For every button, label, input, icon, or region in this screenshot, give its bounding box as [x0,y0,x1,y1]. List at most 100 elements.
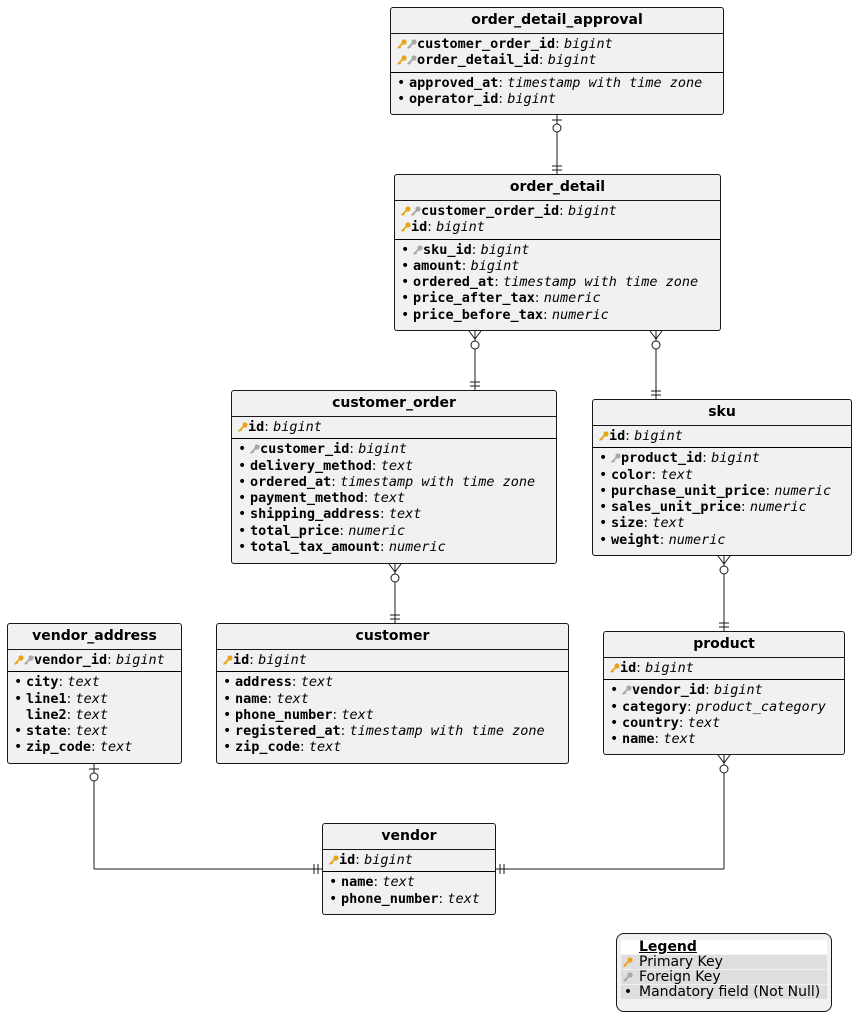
foreign-key-icon [407,52,417,68]
field-separator: : [494,274,504,291]
field-row: •customer_id: bigint [238,441,550,457]
primary-key-icon [223,652,233,668]
primary-key-icon [401,203,411,219]
mandatory-bullet-icon: • [14,723,23,740]
entity-title: sku [593,400,851,426]
field-separator: : [654,731,664,748]
field-separator: : [340,723,350,740]
field-separator: : [380,539,389,556]
field-type: bigint [273,419,322,435]
field-row: •name: text [223,691,562,707]
mandatory-bullet-icon: • [610,682,619,699]
field-row: line2: text [14,707,175,723]
field-type: text [380,457,414,474]
cardinality-circle [552,123,562,133]
field-type: bigint [568,203,617,219]
field-name: price_before_tax [413,306,544,323]
field-type: bigint [364,852,413,868]
mandatory-bullet-icon: • [238,473,247,490]
field-separator: : [300,739,309,756]
field-name: phone_number [235,706,333,723]
cardinality-circle [651,340,661,350]
field-name: delivery_method [250,457,372,474]
field-type: bigint [480,241,530,258]
cardinality-circle [470,340,480,350]
entity-keys: id: bigint [604,658,844,681]
field-type: numeric [668,531,726,548]
field-row: •country: text [610,715,838,731]
crowfoot-line [474,330,482,340]
mandatory-bullet-icon: • [610,731,619,748]
field-separator: : [363,490,373,507]
field-name: vendor_id [34,652,108,668]
field-row: •vendor_id: bigint [610,682,838,698]
field-type: numeric [348,522,406,539]
entity-attributes: •name: text•phone_number: text [323,872,495,909]
entity-title: order_detail_approval [391,8,723,34]
mandatory-bullet-icon: • [401,290,410,307]
field-type: text [276,690,309,707]
field-row: •phone_number: text [223,707,562,723]
field-separator: : [267,690,277,707]
field-row: •ordered_at: timestamp with time zone [238,474,550,490]
field-row: •name: text [610,731,838,747]
primary-key-icon [397,36,407,52]
field-separator: : [643,515,653,532]
field-type: timestamp with time zone [349,723,545,740]
field-type: timestamp with time zone [507,74,703,91]
mandatory-bullet-icon: • [223,723,232,740]
field-row: id: bigint [599,428,845,444]
entity-attributes: •customer_id: bigint•delivery_method: te… [232,439,556,557]
field-name: address [235,674,292,691]
field-name: product_id [621,450,703,467]
field-separator: : [625,428,635,444]
field-row: •total_price: numeric [238,523,550,539]
mandatory-bullet-icon: • [238,506,247,523]
mandatory-bullet-icon: • [599,531,608,548]
field-row: •delivery_method: text [238,458,550,474]
field-name: id [248,419,265,435]
field-name: line1 [26,690,67,707]
field-row: •zip_code: text [223,739,562,755]
field-name: country [622,714,679,731]
field-row: •total_tax_amount: numeric [238,539,550,555]
field-name: line2 [26,706,67,723]
entity-keys: id: bigint [593,426,851,449]
cardinality-circle [390,573,400,583]
field-separator: : [339,522,349,539]
field-separator: : [687,698,696,715]
field-row: •size: text [599,515,845,531]
field-type: bigint [645,660,694,676]
field-type: text [372,490,406,507]
field-type: text [75,690,108,707]
field-type: text [388,506,422,523]
field-separator: : [555,36,565,52]
field-row: •shipping_address: text [238,506,550,522]
field-separator: : [741,499,750,516]
field-type: text [652,515,685,532]
field-type: text [67,674,100,691]
field-separator: : [291,674,301,691]
field-type: bigint [436,219,485,236]
field-type: text [663,731,696,748]
cardinality-circle [89,772,99,782]
field-row: •zip_code: text [14,739,175,755]
mandatory-bullet-icon: • [223,674,232,691]
field-separator: : [538,52,548,69]
field-type: numeric [543,290,601,307]
field-row: •ordered_at: timestamp with time zone [401,274,714,290]
crowfoot-line [649,330,657,340]
entity-attributes: •approved_at: timestamp with time zone•o… [391,73,723,110]
field-separator: : [559,203,569,219]
field-name: customer_id [260,441,350,458]
field-row: •city: text [14,674,175,690]
